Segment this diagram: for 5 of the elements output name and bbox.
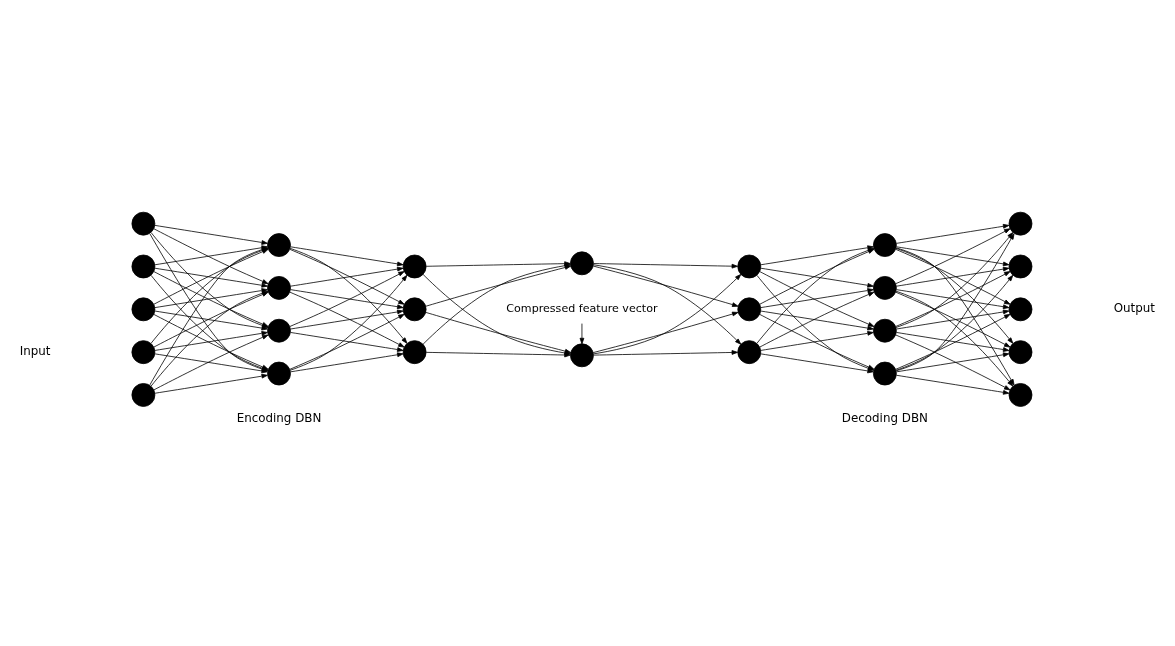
- node-text: Compressed feature vector: [506, 302, 658, 316]
- label: Input: [19, 343, 51, 358]
- label: Encoding DBN: [236, 411, 322, 426]
- label: Decoding DBN: [841, 411, 928, 426]
- label: Output: [1113, 301, 1155, 316]
